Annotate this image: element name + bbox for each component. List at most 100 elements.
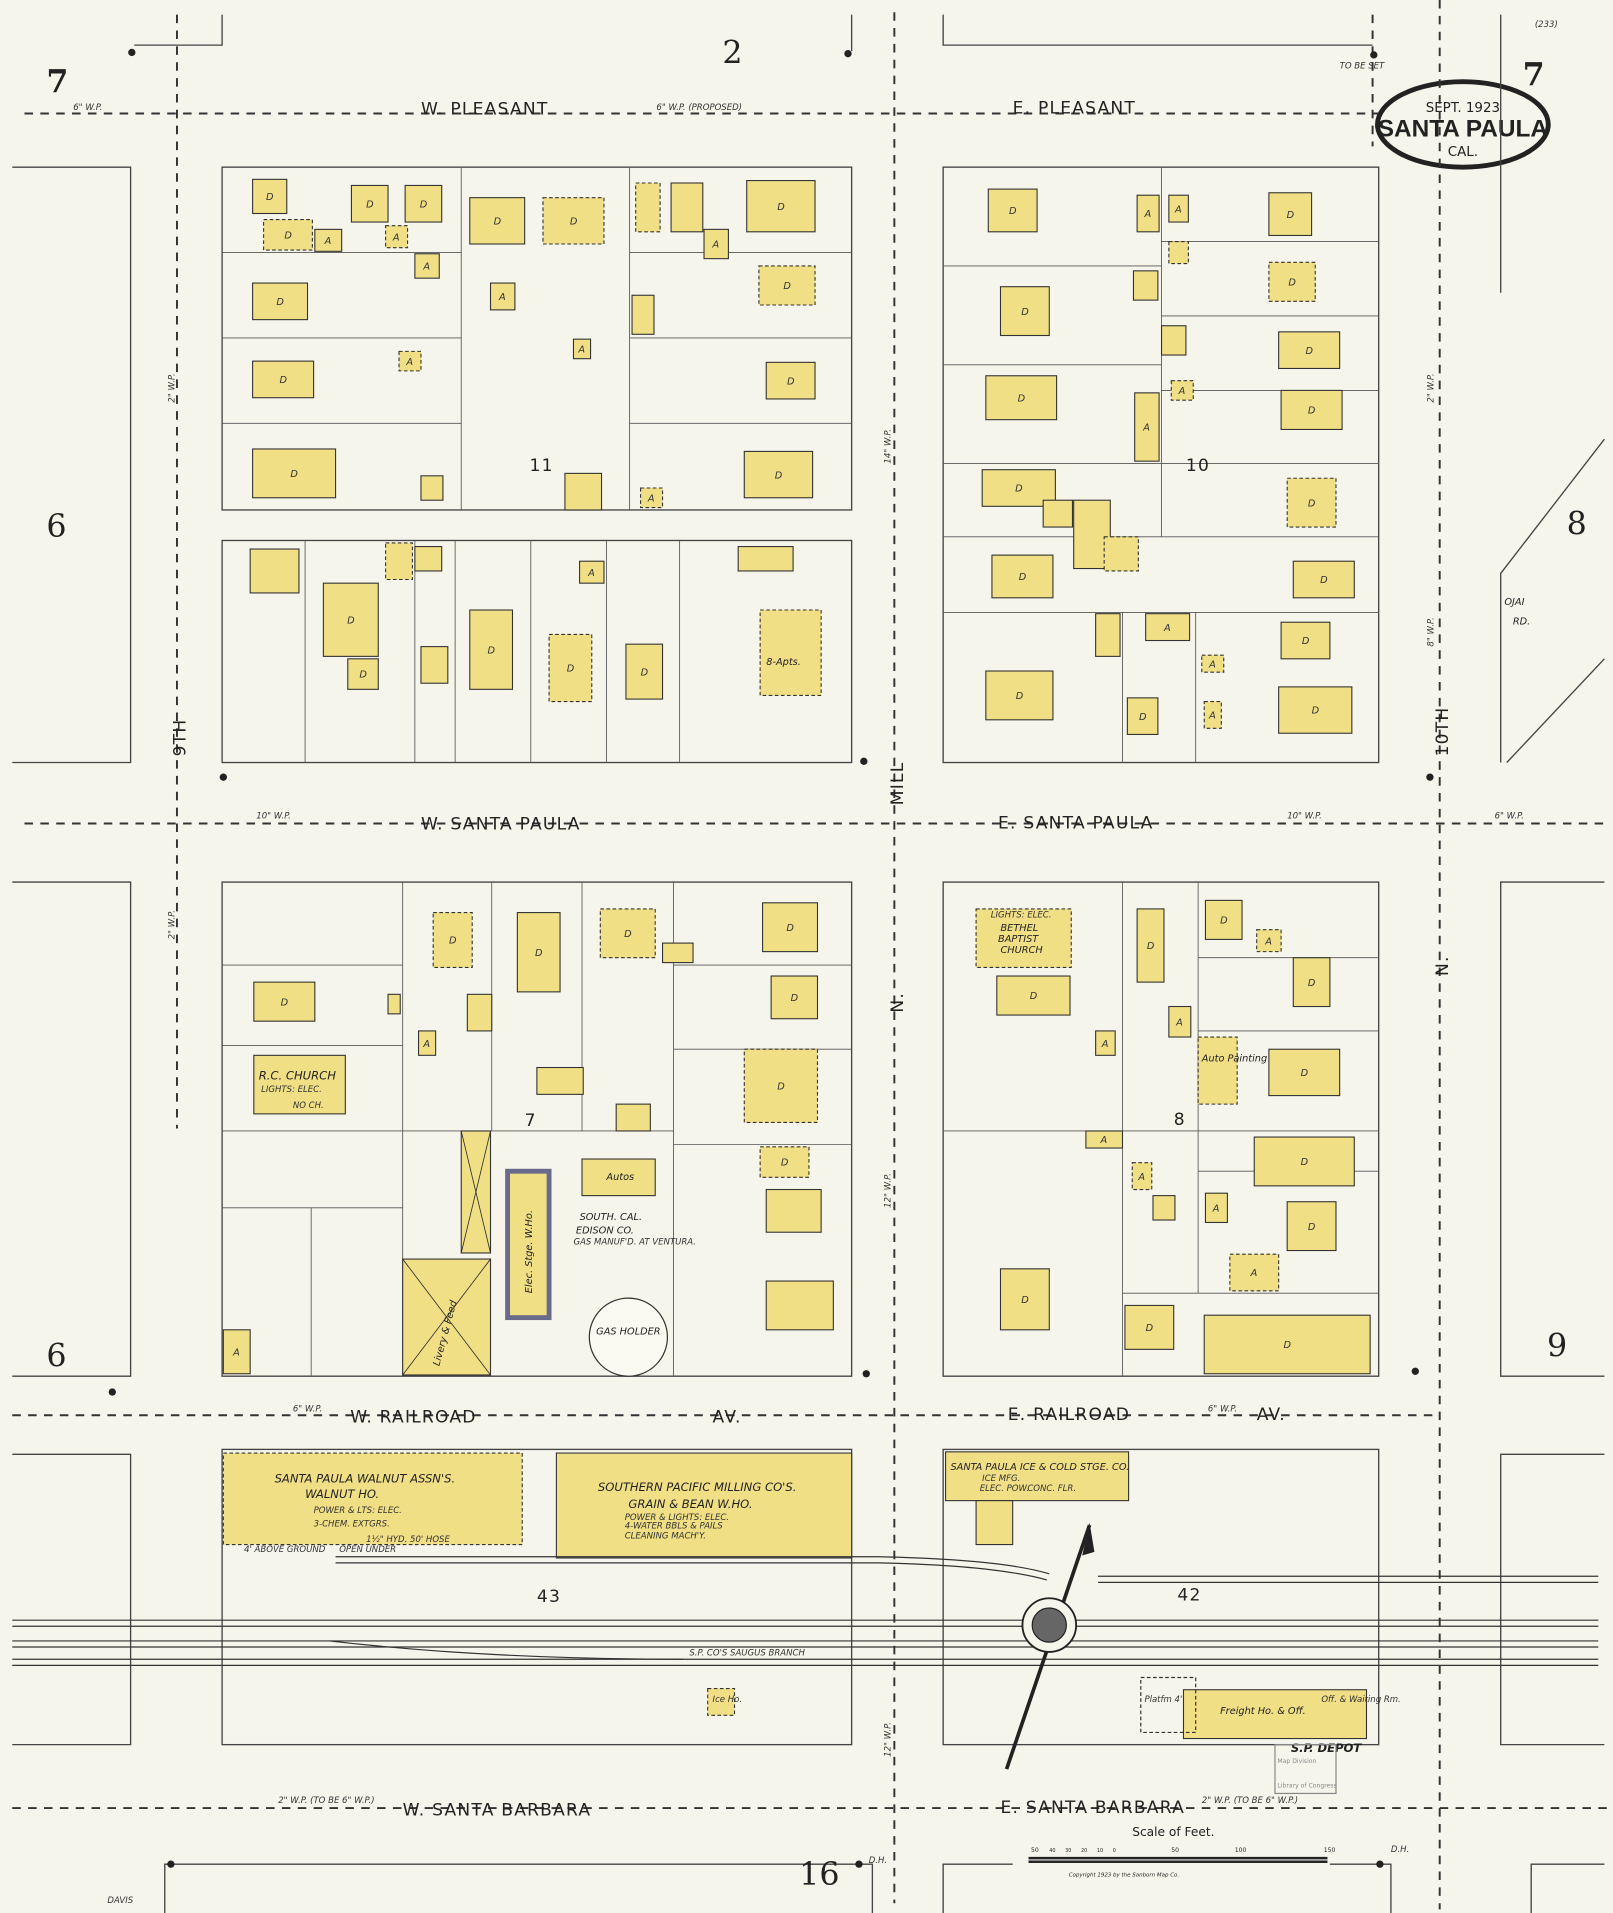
building-code: A [1208, 659, 1216, 670]
scale-title: Scale of Feet. [1132, 1825, 1214, 1839]
block-11: 11 [530, 456, 554, 476]
building-code: A [587, 568, 595, 579]
auto-garage [417, 1030, 437, 1056]
svg-text:ICE MFG.: ICE MFG. [982, 1474, 1020, 1484]
svg-text:GRAIN & BEAN W.HO.: GRAIN & BEAN W.HO. [628, 1497, 752, 1511]
building-code: D [1301, 1068, 1309, 1079]
dwelling [1278, 331, 1341, 369]
building [631, 294, 655, 335]
building [737, 546, 794, 572]
svg-text:6" W.P.: 6" W.P. [73, 103, 102, 113]
svg-text:2" W.P. (TO BE 6" W.P.): 2" W.P. (TO BE 6" W.P.) [1202, 1796, 1298, 1806]
building [1168, 241, 1189, 265]
svg-text:POWER & LTS: ELEC.: POWER & LTS: ELEC. [314, 1506, 402, 1516]
street-e-railroad: E. RAILROAD [1008, 1405, 1130, 1425]
svg-text:OPEN UNDER: OPEN UNDER [339, 1545, 396, 1555]
dwelling [996, 975, 1071, 1016]
building [253, 1054, 346, 1115]
building [1132, 270, 1159, 301]
dh-marker: D.H. [869, 1856, 887, 1866]
building-code: A [1264, 936, 1272, 947]
gas-holder-label: GAS HOLDER [596, 1327, 660, 1338]
dwelling [758, 265, 816, 306]
building [945, 1451, 1130, 1502]
auto-garage [489, 282, 516, 311]
building [635, 182, 661, 233]
auto-garage [572, 338, 592, 360]
street-mill-n: N. [888, 992, 908, 1013]
railroad-tracks [12, 1556, 1599, 1666]
svg-text:EDISON CO.: EDISON CO. [576, 1225, 634, 1236]
building-code: D [449, 936, 457, 947]
svg-text:2" W.P. (TO BE 6" W.P.): 2" W.P. (TO BE 6" W.P.) [278, 1796, 374, 1806]
block-7: 7 [525, 1111, 537, 1131]
building-code: D [366, 199, 374, 210]
dwelling [765, 361, 816, 400]
dwelling [1268, 261, 1316, 302]
auto-garage [1256, 929, 1282, 953]
building-code: D [783, 281, 791, 292]
dwelling [469, 609, 514, 690]
building-code: A [392, 232, 400, 243]
auto-painting-label: Auto Painting [1201, 1053, 1267, 1064]
building-code: A [1174, 204, 1182, 215]
building [615, 1103, 651, 1132]
svg-text:BAPTIST: BAPTIST [998, 934, 1039, 945]
dwelling [1280, 621, 1331, 660]
dwelling [516, 912, 561, 993]
map-date: SEPT. 1923 [1426, 101, 1500, 116]
building-code: D [266, 192, 274, 203]
ice-company: SANTA PAULA ICE & COLD STGE. CO. ICE MFG… [950, 1462, 1129, 1494]
building-code: D [1305, 346, 1313, 357]
dwelling [542, 197, 605, 245]
dwelling [253, 981, 316, 1022]
svg-text:3-CHEM. EXTGRS.: 3-CHEM. EXTGRS. [314, 1519, 390, 1529]
building-code: D [1288, 277, 1296, 288]
building [1095, 613, 1121, 657]
dwelling [762, 902, 819, 953]
svg-text:ELEC. POW.: ELEC. POW. [980, 1484, 1029, 1494]
adjacent-sheet-top: 2 [722, 35, 742, 71]
building-code: D [1320, 575, 1328, 586]
building-code: D [1308, 406, 1316, 417]
building-code: D [641, 667, 649, 678]
dh-marker-right: D.H. [1391, 1845, 1409, 1855]
dwelling [999, 1268, 1050, 1331]
building-code: D [1015, 484, 1023, 495]
dwelling [252, 448, 337, 499]
building-code: D [775, 470, 783, 481]
dwelling [252, 360, 315, 399]
auto-garage [385, 225, 409, 249]
walnut-house: SANTA PAULA WALNUT ASSN'S. WALNUT HO. PO… [244, 1471, 455, 1555]
building-code: D [1308, 1222, 1316, 1233]
gas-holder [588, 1297, 669, 1377]
auto-garage [1170, 380, 1194, 401]
building [555, 1452, 853, 1559]
building-code: D [624, 929, 632, 940]
svg-text:Platfm 4': Platfm 4' [1144, 1695, 1182, 1705]
building-code: A [1175, 1017, 1183, 1028]
dwelling [1136, 908, 1165, 983]
street-w-santa-paula: W. SANTA PAULA [421, 815, 581, 835]
street-w-railroad: W. RAILROAD [350, 1408, 476, 1428]
auto-garage [1168, 194, 1189, 223]
dwelling [548, 633, 593, 703]
building-code: D [1021, 1295, 1029, 1306]
svg-text:POWER & LIGHTS: ELEC.: POWER & LIGHTS: ELEC. [625, 1513, 729, 1523]
street-mill: MILL [888, 762, 908, 806]
svg-text:12" W.P.: 12" W.P. [884, 1173, 894, 1208]
dwelling [432, 912, 473, 969]
svg-text:SOUTH. CAL.: SOUTH. CAL. [580, 1212, 642, 1223]
sheet-ref: (233) [1535, 20, 1558, 30]
building [975, 908, 1072, 969]
building-code: A [577, 345, 585, 356]
dwelling [625, 643, 664, 700]
dwelling [1126, 697, 1159, 736]
auto-garage [1201, 654, 1225, 673]
svg-text:10" W.P.: 10" W.P. [1287, 812, 1322, 822]
building-code: D [1287, 210, 1295, 221]
dwelling [1280, 389, 1343, 430]
block-outlines [12, 14, 1605, 1913]
scale-tick-label: 10 [1097, 1848, 1103, 1854]
svg-text:12" W.P.: 12" W.P. [884, 1722, 894, 1757]
